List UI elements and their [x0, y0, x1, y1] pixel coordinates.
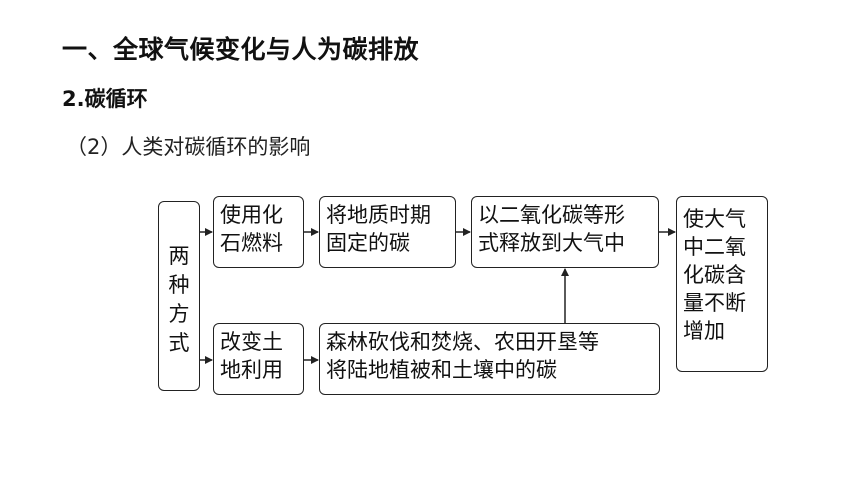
section-title: 2.碳循环 — [62, 87, 148, 111]
fossil-fuel-line: 石燃料 — [220, 231, 283, 255]
co2-release-line: 以二氧化碳等形 — [478, 203, 625, 227]
result-line: 中二氧 — [683, 235, 746, 259]
deforestation-line: 将陆地植被和土壤中的碳 — [326, 358, 557, 382]
result-line: 增加 — [683, 319, 725, 343]
land-use-line: 改变土 — [220, 330, 283, 354]
co2-release-box: 以二氧化碳等形 式释放到大气中 — [471, 196, 659, 268]
deforestation-box: 森林砍伐和焚烧、农田开垦等 将陆地植被和土壤中的碳 — [319, 323, 660, 395]
geologic-carbon-line: 将地质时期 — [326, 203, 431, 227]
result-box: 使大气 中二氧 化碳含 量不断 增加 — [676, 196, 768, 372]
deforestation-line: 森林砍伐和焚烧、农田开垦等 — [326, 330, 599, 354]
result-line: 化碳含 — [683, 263, 746, 287]
two-ways-box: 两 种 方 式 — [158, 201, 200, 391]
two-ways-char: 方 — [168, 302, 190, 326]
fossil-fuel-box: 使用化 石燃料 — [213, 196, 304, 268]
two-ways-char: 两 — [168, 244, 190, 268]
geologic-carbon-line: 固定的碳 — [326, 231, 410, 255]
result-line: 量不断 — [683, 291, 746, 315]
page-title: 一、全球气候变化与人为碳排放 — [62, 35, 420, 64]
fossil-fuel-line: 使用化 — [220, 203, 283, 227]
result-line: 使大气 — [683, 207, 746, 231]
geologic-carbon-box: 将地质时期 固定的碳 — [319, 196, 456, 268]
subsection-title: （2）人类对碳循环的影响 — [66, 135, 311, 159]
land-use-box: 改变土 地利用 — [213, 323, 304, 395]
land-use-line: 地利用 — [220, 358, 283, 382]
co2-release-line: 式释放到大气中 — [478, 231, 625, 255]
two-ways-char: 种 — [168, 273, 190, 297]
two-ways-char: 式 — [168, 331, 190, 355]
